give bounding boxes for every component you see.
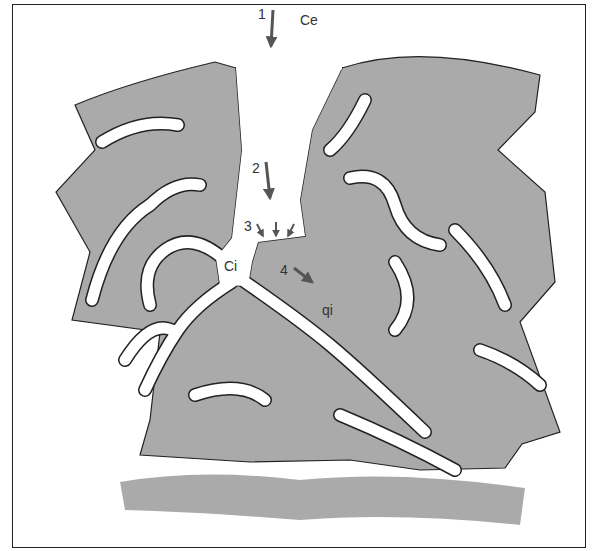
callout-label: 2 <box>252 160 260 176</box>
main-pore-outline <box>216 68 342 286</box>
particle-band <box>120 474 525 525</box>
flux-arrows <box>257 10 312 282</box>
particle-body <box>56 57 560 470</box>
callout-label: 3 <box>244 218 252 234</box>
pore-outlines <box>92 100 540 470</box>
pore-mouth <box>236 67 342 70</box>
callout-label: 1 <box>258 6 266 22</box>
frame <box>13 5 586 548</box>
callout-label: Ci <box>224 258 237 274</box>
callout-label: Ce <box>300 12 318 28</box>
callout-label: 4 <box>280 262 288 278</box>
pores <box>92 100 540 470</box>
main-pore <box>216 68 342 286</box>
callout-label: qi <box>322 302 333 318</box>
